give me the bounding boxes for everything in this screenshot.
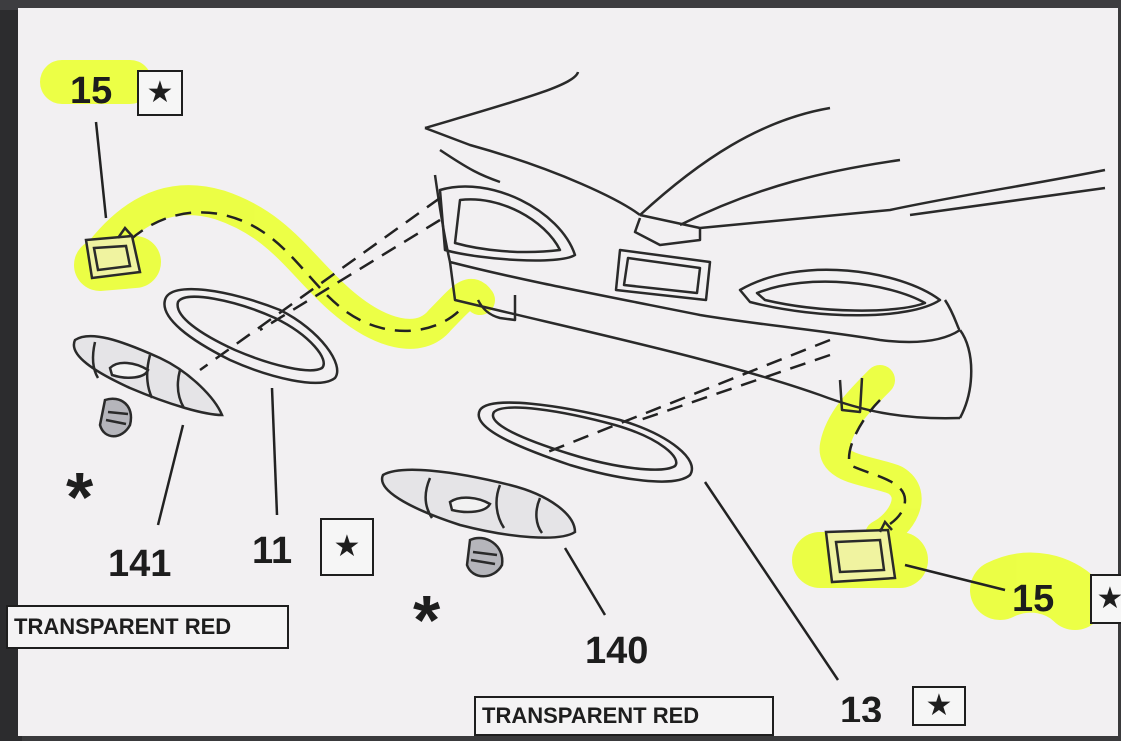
- color-label-left: TRANSPARENT RED: [6, 605, 289, 649]
- car-rear-outline: [424, 71, 1106, 420]
- part-15-top-lens: [84, 225, 142, 280]
- callout-11: 11: [252, 530, 293, 572]
- part-11-lens-ring: [163, 287, 339, 385]
- callout-141: 141: [108, 543, 172, 585]
- solid-leaders: [94, 121, 1006, 681]
- asterisk-mark-center: *: [413, 581, 441, 659]
- asterisk-mark-left: *: [66, 458, 94, 536]
- callout-140: 140: [585, 630, 649, 672]
- dashed-leaders: [129, 196, 907, 532]
- star-box-icon: ★: [912, 686, 966, 726]
- part-15-right-lens: [824, 519, 897, 584]
- color-label-bottom: TRANSPARENT RED: [474, 696, 774, 736]
- part-141-lamp-housing: [72, 334, 224, 438]
- callout-15-top: 15: [70, 70, 113, 112]
- part-13-lens-ring: [477, 401, 693, 483]
- star-box-icon: ★: [320, 518, 374, 576]
- callout-15-right: 15: [1012, 578, 1055, 620]
- star-box-icon: ★: [1090, 574, 1121, 624]
- callout-13: 13: [840, 692, 883, 722]
- part-140-lamp-housing: [380, 468, 577, 578]
- star-box-icon: ★: [137, 70, 183, 116]
